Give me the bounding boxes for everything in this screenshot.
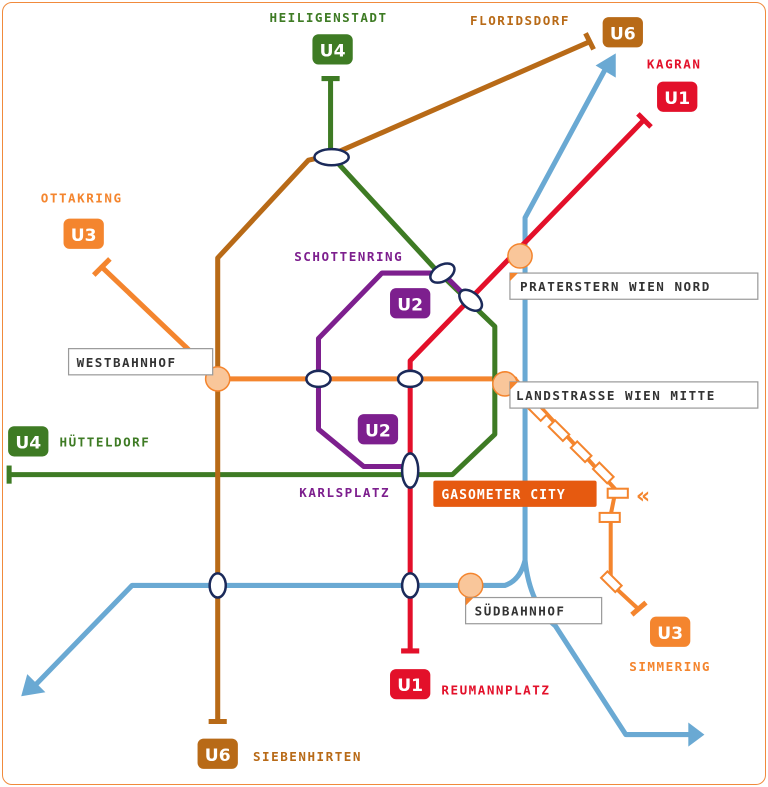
u1-kagran-end-cap — [636, 112, 653, 129]
svg-text:U4: U4 — [15, 433, 41, 453]
u3-extension — [513, 377, 648, 617]
interchange-volkstheater — [305, 369, 332, 389]
u6-floridsdorf-end-cap — [583, 32, 596, 51]
badge-u6-floridsdorf: U6 — [602, 17, 643, 48]
box-westbahnhof: WESTBAHNHOF — [67, 348, 214, 376]
interchange-schottenring-lower — [458, 288, 484, 312]
interchange-suedtiroler-platz — [400, 572, 420, 599]
s-bahn-arrow-southwest-icon — [21, 674, 46, 697]
badge-u4-huetteldorf: U4 — [8, 426, 49, 457]
label-floridsdorf: FLORIDSDORF — [470, 13, 570, 28]
gasometer-city-label: GASOMETER CITY — [433, 480, 597, 507]
badge-u1-kagran: U1 — [657, 81, 698, 112]
badge-u3-ottakring: U3 — [63, 218, 104, 249]
label-reumannplatz: REUMANNPLATZ — [441, 682, 550, 697]
badge-u6-siebenhirten: U6 — [197, 738, 238, 769]
interchange-laengenfeldgasse — [208, 572, 228, 599]
station-dot-suedbahnhof — [457, 572, 484, 599]
badge-u2-lower: U2 — [357, 414, 399, 445]
svg-text:WESTBAHNHOF: WESTBAHNHOF — [77, 355, 177, 370]
svg-text:U6: U6 — [205, 746, 231, 766]
u3-ottakring-end-cap — [91, 257, 112, 277]
metro-map-canvas: U4 U6 U1 U3 U2 U2 U4 U3 U1 U6 HEILIGENST… — [6, 10, 759, 769]
svg-text:U3: U3 — [71, 226, 97, 246]
label-ottakring: OTTAKRING — [41, 191, 123, 206]
svg-text:PRATERSTERN WIEN NORD: PRATERSTERN WIEN NORD — [520, 279, 711, 294]
gasometer-arrow-icon: « — [636, 483, 650, 509]
label-karlsplatz: KARLSPLATZ — [299, 485, 390, 500]
label-huetteldorf: HÜTTELDORF — [60, 434, 151, 449]
badge-u3-simmering: U3 — [650, 616, 691, 647]
label-simmering: SIMMERING — [629, 659, 711, 674]
label-heiligenstadt: HEILIGENSTADT — [269, 10, 387, 25]
u6-line — [215, 38, 592, 722]
box-praterstern: PRATERSTERN WIEN NORD — [509, 272, 759, 300]
interchange-stephansplatz — [396, 369, 424, 389]
label-schottenring: SCHOTTENRING — [294, 249, 403, 264]
interchange-schottenring-upper — [429, 262, 456, 284]
svg-text:U2: U2 — [365, 421, 391, 441]
u1-line — [407, 118, 646, 651]
interchange-markers — [208, 147, 484, 599]
svg-text:U1: U1 — [397, 676, 423, 696]
box-suedbahnhof: SÜDBAHNHOF — [464, 596, 603, 625]
svg-text:LANDSTRASSE WIEN MITTE: LANDSTRASSE WIEN MITTE — [516, 388, 716, 403]
svg-text:U3: U3 — [657, 624, 683, 644]
badge-u1-reumannplatz: U1 — [390, 669, 431, 700]
svg-text:U2: U2 — [397, 295, 423, 315]
label-siebenhirten: SIEBENHIRTEN — [253, 749, 362, 764]
svg-text:U6: U6 — [610, 24, 636, 44]
interchange-karlsplatz — [400, 452, 420, 489]
badge-u4-heiligenstadt: U4 — [312, 34, 353, 65]
svg-text:U1: U1 — [664, 89, 690, 109]
label-kagran: KAGRAN — [647, 56, 702, 71]
box-landstrasse: LANDSTRASSE WIEN MITTE — [509, 381, 759, 409]
svg-text:SÜDBAHNHOF: SÜDBAHNHOF — [475, 604, 566, 619]
svg-text:GASOMETER CITY: GASOMETER CITY — [441, 488, 565, 503]
interchange-spittelau — [313, 147, 350, 167]
svg-text:U4: U4 — [320, 41, 346, 61]
station-dot-praterstern — [507, 243, 533, 269]
s-bahn-arrow-east-icon — [688, 722, 705, 747]
u4-line — [9, 78, 498, 478]
s-bahn-arrow-northeast-icon — [595, 53, 616, 78]
badge-u2-upper: U2 — [390, 288, 431, 319]
